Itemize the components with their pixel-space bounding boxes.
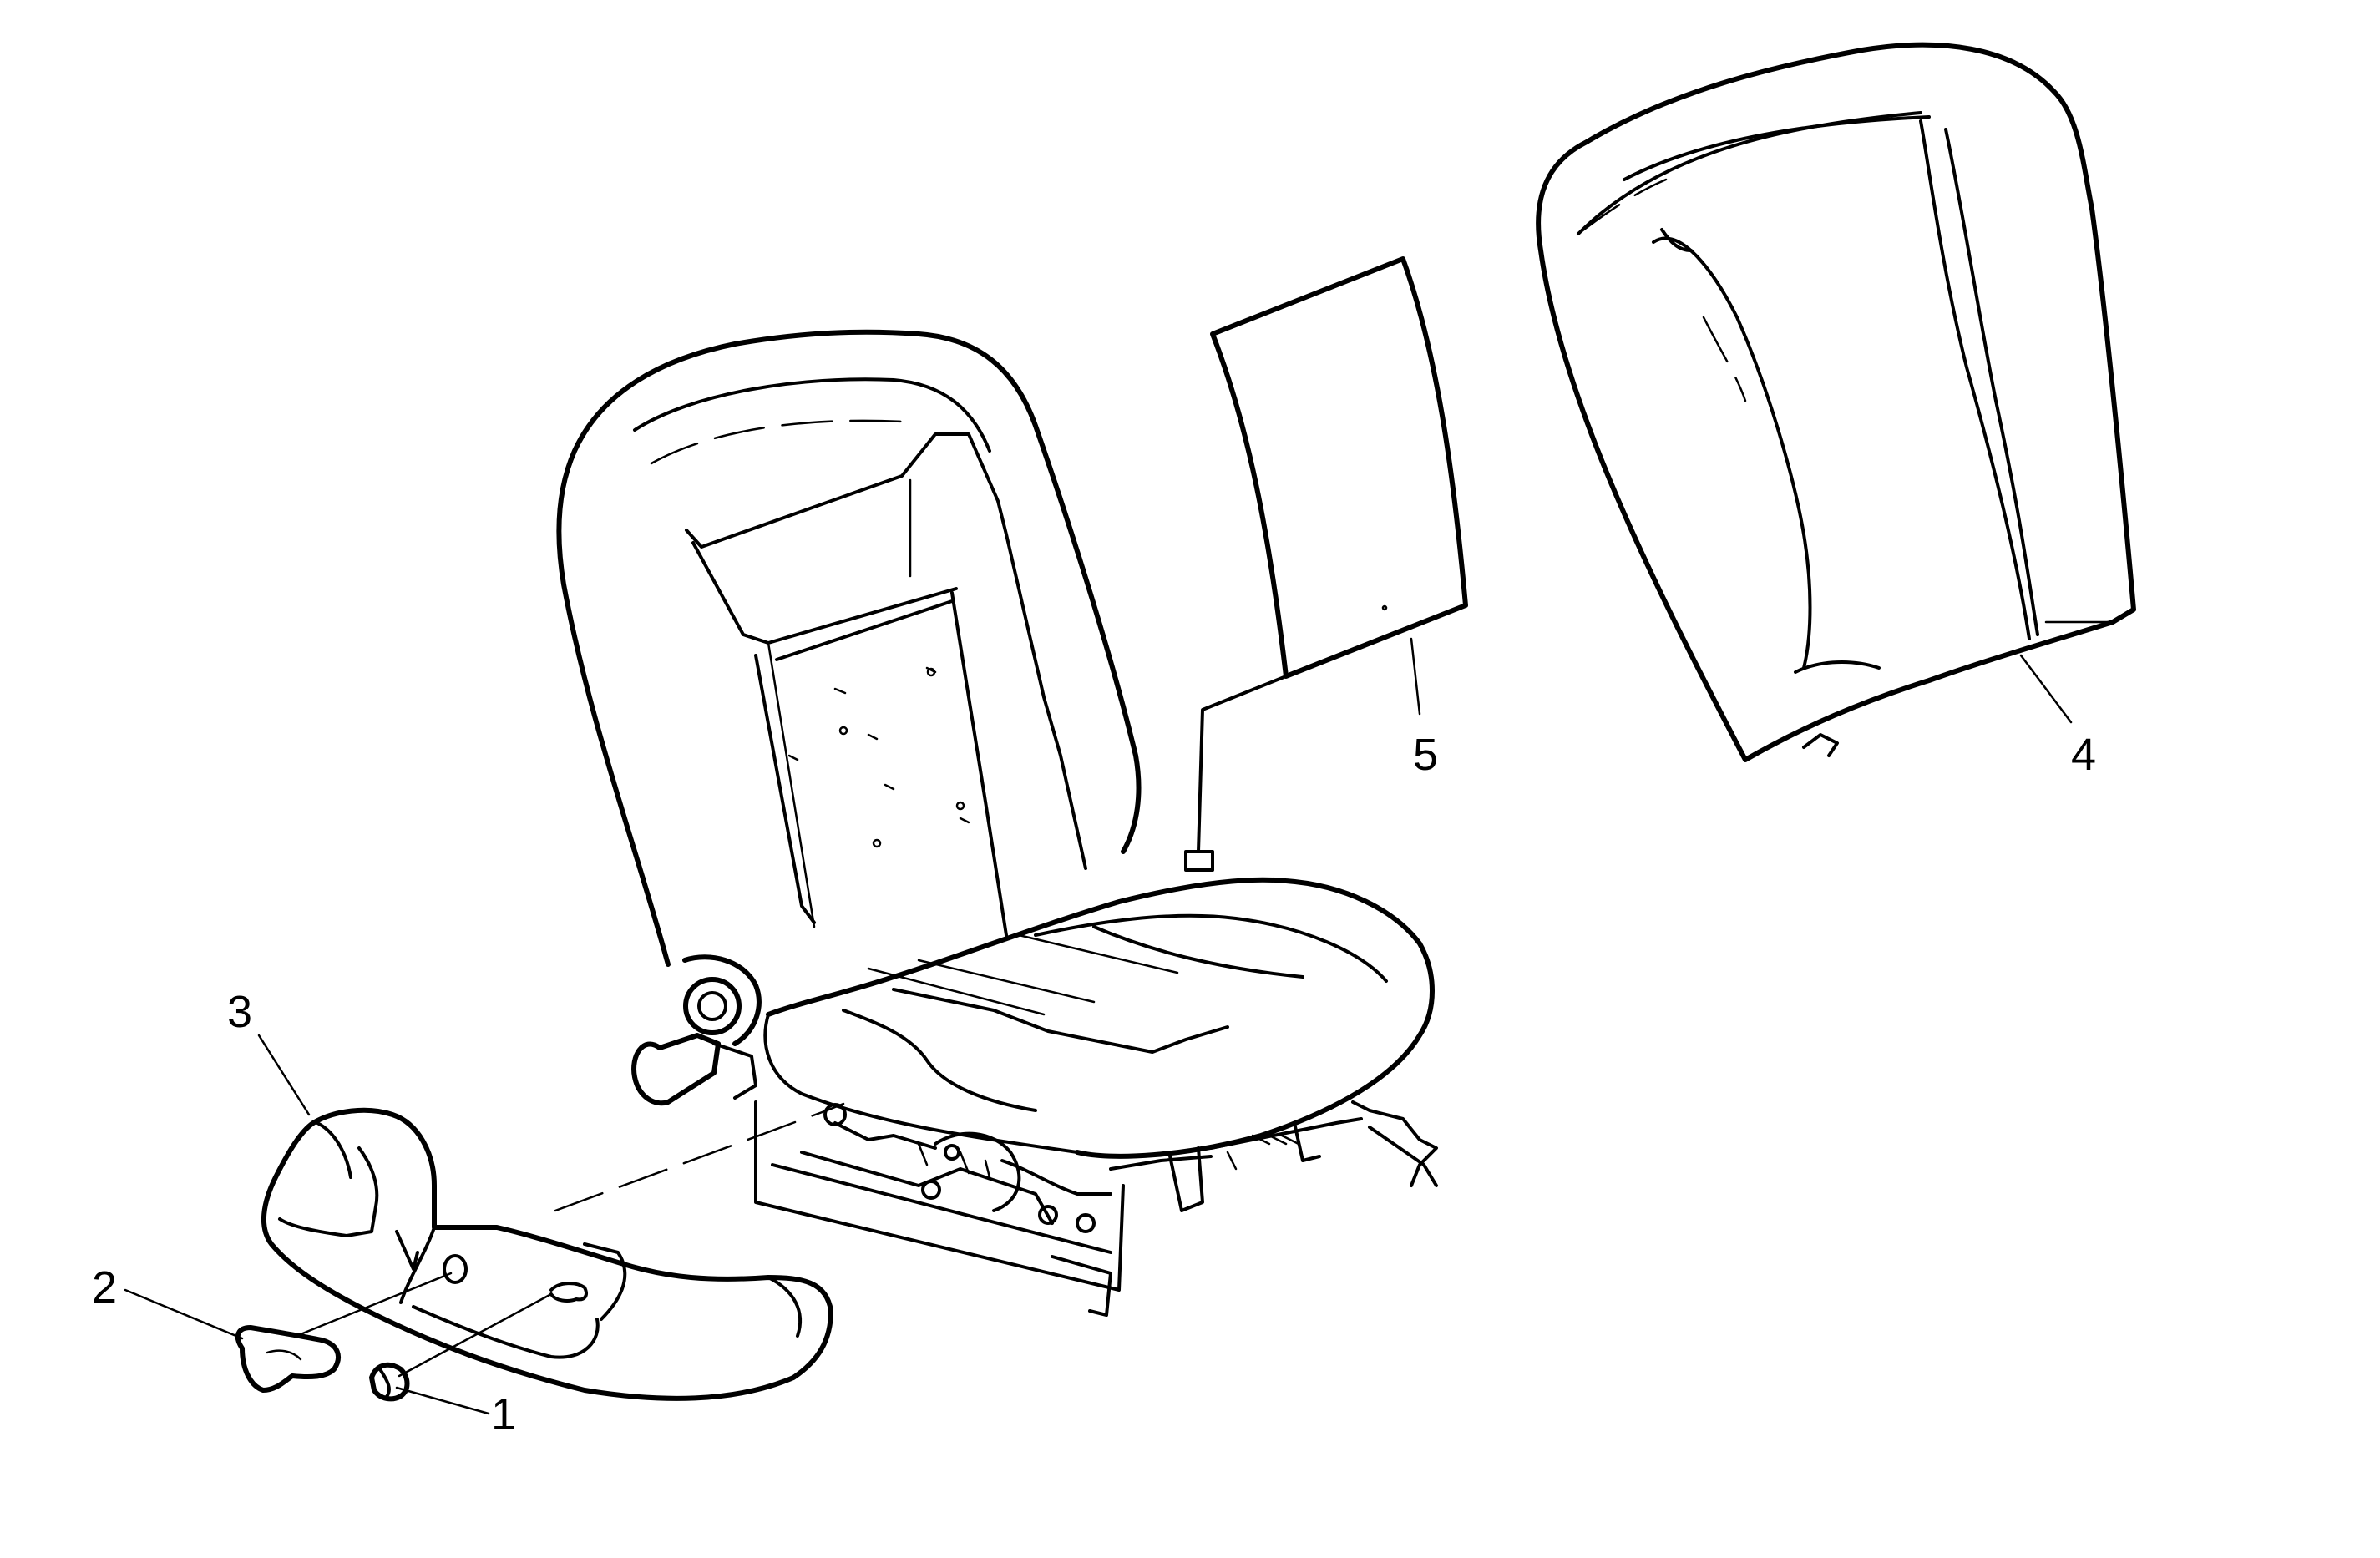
callout-4-label: 4: [2071, 730, 2096, 780]
heater-pad: [1210, 256, 1468, 679]
callout-5-label: 5: [1413, 730, 1438, 780]
recliner-mechanism: [631, 954, 762, 1106]
seat-cushion: [763, 877, 1435, 1159]
callout-labels: 3 2 1 5 4: [92, 730, 2096, 1439]
callout-3-label: 3: [227, 987, 252, 1037]
seat-track-frame: [754, 1100, 1438, 1317]
seat-side-shield: [261, 1107, 833, 1401]
seat-back-cover: [1536, 42, 2136, 762]
callout-leaders: [124, 637, 2073, 1415]
assembly-lines: [295, 1102, 845, 1378]
callout-2-label: 2: [92, 1262, 117, 1313]
recline-handle: [235, 1325, 341, 1393]
recline-knob: [369, 1362, 410, 1402]
seat-back: [556, 329, 1142, 967]
callout-1-label: 1: [491, 1389, 516, 1439]
heater-wire: [1184, 675, 1288, 872]
